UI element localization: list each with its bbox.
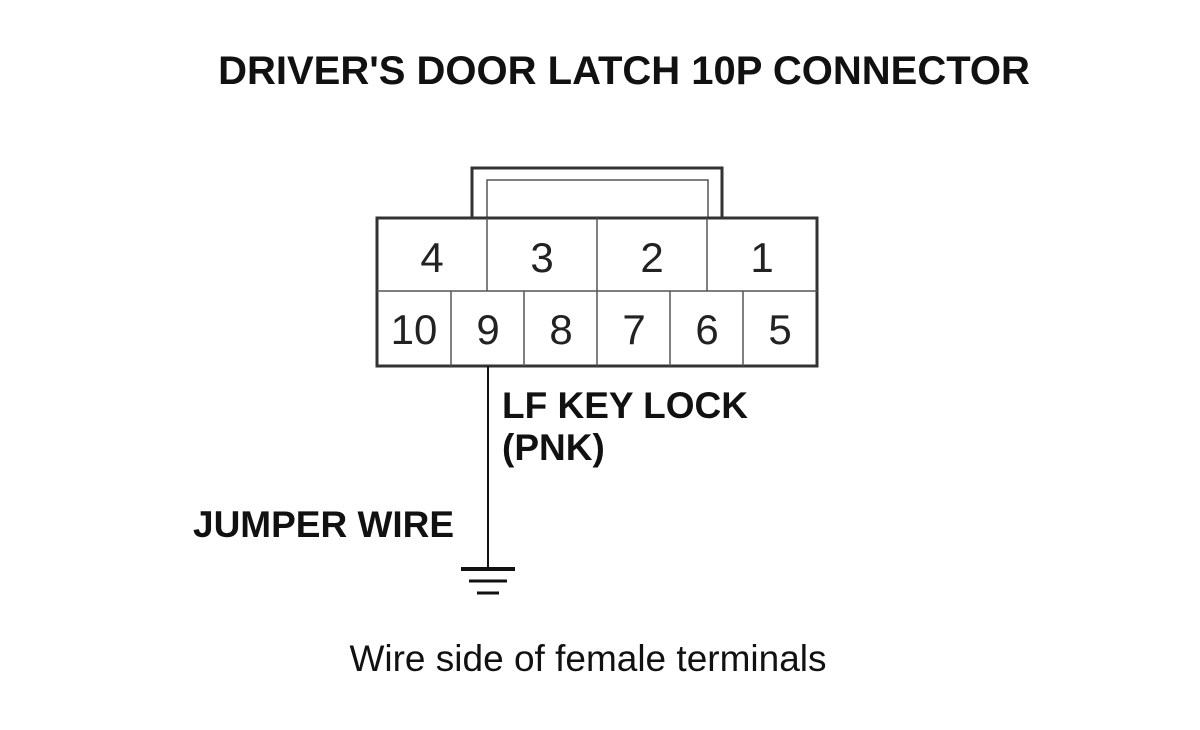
jumper-wire-label: JUMPER WIRE <box>193 504 454 545</box>
pin-number: 6 <box>695 306 718 353</box>
ground-icon <box>461 567 515 595</box>
bottom-row-pins: 10 9 8 7 6 5 <box>391 306 792 353</box>
pin-number: 8 <box>549 306 572 353</box>
pin-number: 9 <box>476 306 499 353</box>
connector-body <box>375 216 819 368</box>
pin-number: 1 <box>750 234 773 281</box>
wire-label-line2: (PNK) <box>502 427 605 468</box>
pin-number: 5 <box>768 306 791 353</box>
caption: Wire side of female terminals <box>349 638 826 679</box>
pin-number: 3 <box>530 234 553 281</box>
pin-number: 10 <box>391 306 438 353</box>
pin-number: 2 <box>640 234 663 281</box>
diagram-title: DRIVER'S DOOR LATCH 10P CONNECTOR <box>218 49 1030 93</box>
pin-number: 4 <box>420 234 443 281</box>
top-row-pins: 4 3 2 1 <box>420 234 773 281</box>
wire-label-line1: LF KEY LOCK <box>502 385 748 426</box>
pin-number: 7 <box>622 306 645 353</box>
connector-tab <box>470 166 724 218</box>
